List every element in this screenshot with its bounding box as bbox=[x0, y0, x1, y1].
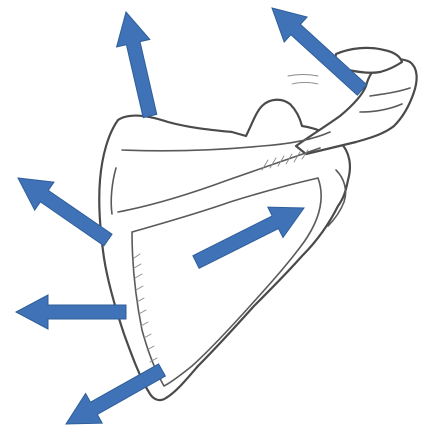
coracoid-hatch bbox=[288, 75, 318, 85]
arrow-medial-upper bbox=[18, 178, 112, 246]
arrow-medial-lateral bbox=[16, 295, 126, 329]
arrow-superior-upward bbox=[117, 12, 157, 118]
acromion-outline bbox=[296, 59, 417, 154]
